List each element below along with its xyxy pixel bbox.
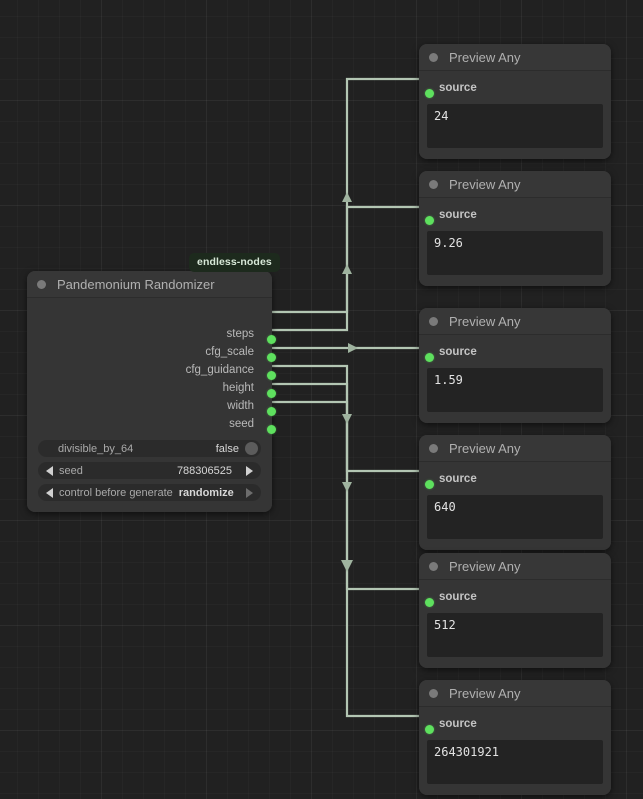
decrement-arrow-icon[interactable] bbox=[46, 465, 53, 476]
node-package-badge: endless-nodes bbox=[189, 253, 280, 272]
wire-seed bbox=[267, 400, 429, 718]
wire-height bbox=[267, 364, 429, 473]
collapse-dot-icon[interactable] bbox=[429, 443, 438, 453]
input-slot-label-source: source bbox=[439, 473, 477, 485]
input-slot-dot-source[interactable] bbox=[424, 88, 434, 98]
collapse-dot-icon[interactable] bbox=[429, 316, 438, 326]
preview-node-5[interactable]: Preview Any source 512 bbox=[419, 553, 611, 668]
preview-node-2[interactable]: Preview Any source 9.26 bbox=[419, 171, 611, 286]
output-slot-label-cfg-scale: cfg_scale bbox=[205, 346, 254, 358]
node-title-text: Preview Any bbox=[449, 685, 521, 701]
output-slot-dot-steps[interactable] bbox=[266, 334, 276, 344]
widget-value-divisible-by-64: false bbox=[215, 442, 239, 455]
preview-value-box: 9.26 bbox=[427, 231, 603, 275]
input-slot-dot-source[interactable] bbox=[424, 479, 434, 489]
output-slot-label-height: height bbox=[222, 382, 254, 394]
output-slot-dot-height[interactable] bbox=[266, 388, 276, 398]
collapse-dot-icon[interactable] bbox=[429, 561, 438, 571]
preview-value-box: 24 bbox=[427, 104, 603, 148]
preview-node-3[interactable]: Preview Any source 1.59 bbox=[419, 308, 611, 423]
input-slot-label-source: source bbox=[439, 591, 477, 603]
node-title-text: Pandemonium Randomizer bbox=[57, 276, 215, 292]
preview-node-6[interactable]: Preview Any source 264301921 bbox=[419, 680, 611, 795]
toggle-knob-icon[interactable] bbox=[245, 442, 258, 455]
node-title-text: Preview Any bbox=[449, 558, 521, 574]
node-title-text: Preview Any bbox=[449, 313, 521, 329]
preview-value-box: 512 bbox=[427, 613, 603, 657]
previous-option-arrow-icon[interactable] bbox=[46, 487, 53, 498]
collapse-dot-icon[interactable] bbox=[429, 688, 438, 698]
output-slot-label-width: width bbox=[227, 400, 254, 412]
node-title-text: Preview Any bbox=[449, 49, 521, 65]
output-slot-dot-cfg-guidance[interactable] bbox=[266, 370, 276, 380]
node-title-text: Preview Any bbox=[449, 176, 521, 192]
input-slot-label-source: source bbox=[439, 718, 477, 730]
node-title-bar[interactable]: Preview Any bbox=[419, 44, 611, 71]
input-slot-dot-source[interactable] bbox=[424, 215, 434, 225]
node-body: source 512 bbox=[419, 580, 611, 668]
increment-arrow-icon[interactable] bbox=[246, 465, 253, 476]
input-slot-label-source: source bbox=[439, 82, 477, 94]
widget-label-divisible-by-64: divisible_by_64 bbox=[58, 442, 134, 455]
output-slot-dot-seed[interactable] bbox=[266, 424, 276, 434]
output-slot-label-seed: seed bbox=[229, 418, 254, 430]
preview-value-box: 1.59 bbox=[427, 368, 603, 412]
node-body: source 24 bbox=[419, 71, 611, 159]
widget-divisible-by-64[interactable]: divisible_by_64 false bbox=[38, 440, 261, 457]
widget-label-control-before-generate: control before generate bbox=[59, 486, 173, 499]
input-slot-label-source: source bbox=[439, 209, 477, 221]
widget-label-seed: seed bbox=[59, 464, 83, 477]
preview-value-box: 640 bbox=[427, 495, 603, 539]
node-title-text: Preview Any bbox=[449, 440, 521, 456]
input-slot-dot-source[interactable] bbox=[424, 724, 434, 734]
widget-seed[interactable]: seed 788306525 bbox=[38, 462, 261, 479]
pandemonium-randomizer-node[interactable]: endless-nodes Pandemonium Randomizer ste… bbox=[27, 253, 280, 512]
preview-node-1[interactable]: Preview Any source 24 bbox=[419, 44, 611, 159]
node-body: source 9.26 bbox=[419, 198, 611, 286]
node-title-bar[interactable]: Pandemonium Randomizer bbox=[27, 271, 272, 298]
output-slot-label-cfg-guidance: cfg_guidance bbox=[185, 364, 254, 376]
wire-direction-markers bbox=[341, 192, 358, 572]
collapse-dot-icon[interactable] bbox=[429, 52, 438, 62]
node-title-bar[interactable]: Preview Any bbox=[419, 680, 611, 707]
preview-node-4[interactable]: Preview Any source 640 bbox=[419, 435, 611, 550]
widget-value-control-before-generate[interactable]: randomize bbox=[178, 486, 234, 499]
collapse-dot-icon[interactable] bbox=[429, 179, 438, 189]
wire-steps bbox=[267, 77, 429, 314]
output-slot-dot-cfg-scale[interactable] bbox=[266, 352, 276, 362]
input-slot-dot-source[interactable] bbox=[424, 597, 434, 607]
node-title-bar[interactable]: Preview Any bbox=[419, 553, 611, 580]
wire-width bbox=[267, 382, 429, 591]
node-body: source 264301921 bbox=[419, 707, 611, 795]
input-slot-label-source: source bbox=[439, 346, 477, 358]
output-slot-dot-width[interactable] bbox=[266, 406, 276, 416]
next-option-arrow-icon[interactable] bbox=[246, 487, 253, 498]
input-slot-dot-source[interactable] bbox=[424, 352, 434, 362]
collapse-dot-icon[interactable] bbox=[37, 279, 46, 289]
wire-cfg-scale bbox=[267, 205, 429, 332]
node-body: source 1.59 bbox=[419, 335, 611, 423]
node-body: steps cfg_scale cfg_guidance height widt… bbox=[27, 298, 276, 512]
node-title-bar[interactable]: Preview Any bbox=[419, 308, 611, 335]
widget-control-before-generate[interactable]: control before generate randomize bbox=[38, 484, 261, 501]
output-slot-label-steps: steps bbox=[226, 328, 255, 340]
widget-value-seed[interactable]: 788306525 bbox=[176, 464, 232, 477]
node-body: source 640 bbox=[419, 462, 611, 550]
node-title-bar[interactable]: Preview Any bbox=[419, 171, 611, 198]
node-title-bar[interactable]: Preview Any bbox=[419, 435, 611, 462]
preview-value-box: 264301921 bbox=[427, 740, 603, 784]
